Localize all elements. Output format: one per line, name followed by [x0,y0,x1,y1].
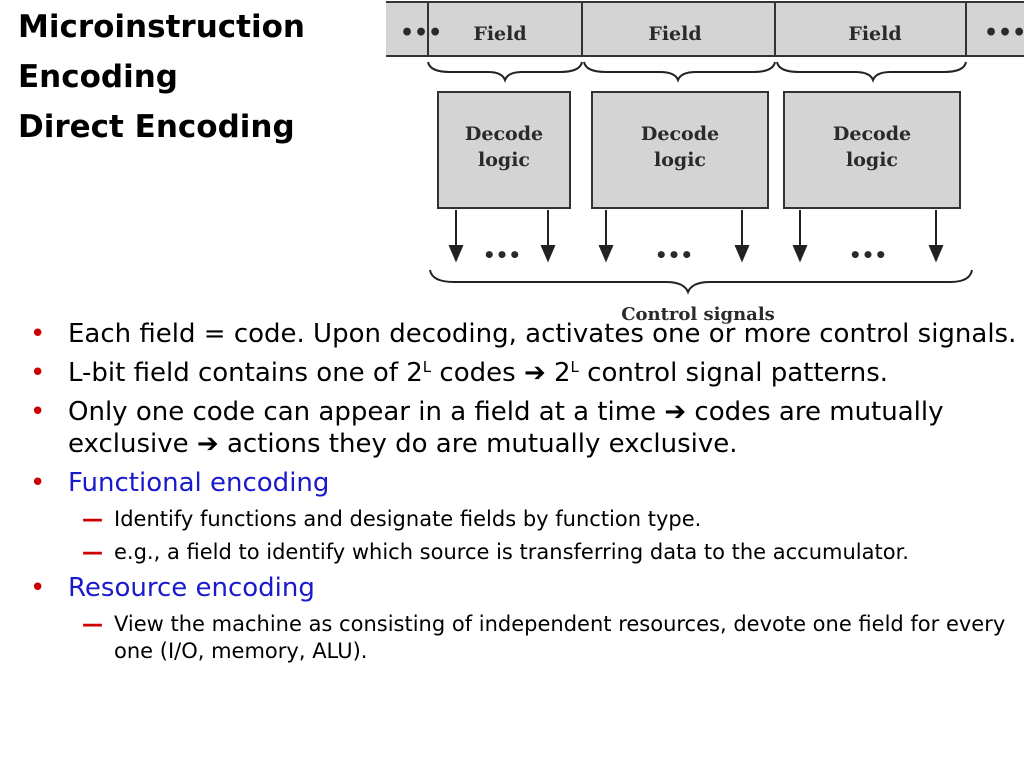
bullet-dot: • [30,468,46,498]
bullet-dot: • [30,358,46,388]
direct-encoding-diagram: ••• Field Field Field ••• Decode logic D… [370,0,1024,330]
text-part: codes [431,358,524,388]
field-register-bar [386,2,1024,56]
register-ellipsis-right: ••• [984,20,1024,46]
right-arrow-icon: ➔ [196,429,219,459]
bullet-field-code: • Each field = code. Upon decoding, acti… [28,318,1018,350]
text-part: L-bit field contains one of 2 [68,358,423,388]
sub-bullet-source-example: — e.g., a field to identify which source… [28,539,1018,566]
arrowhead-1b [540,245,556,263]
bullet-text: Functional encoding [68,468,330,498]
arrowhead-3b [928,245,944,263]
bullet-text: Each field = code. Upon decoding, activa… [68,319,1017,349]
sub-bullet-dash: — [82,540,103,564]
control-signals-label: Control signals [621,304,775,325]
bullet-resource-encoding: • Resource encoding [28,572,1018,604]
title-line-2: Encoding [18,59,178,95]
control-signals-brace [429,269,973,295]
diagram-svg: ••• Field Field Field ••• Decode logic D… [386,1,1024,325]
arrowhead-2a [598,245,614,263]
bullet-functional-encoding: • Functional encoding [28,467,1018,499]
bullet-text: Resource encoding [68,573,315,603]
sub-bullet-text: View the machine as consisting of indepe… [114,612,1006,663]
arrowhead-2b [734,245,750,263]
text-part: Only one code can appear in a field at a… [68,397,665,427]
decode-box-1-line2: logic [478,149,530,171]
signal-ellipsis-3: ••• [849,243,887,267]
sub-bullet-dash: — [82,507,103,531]
bullet-list: • Each field = code. Upon decoding, acti… [28,318,1018,671]
decode-box-3-line1: Decode [833,123,911,145]
superscript-l: L [570,358,579,376]
decode-box-1-line1: Decode [465,123,543,145]
bullet-dot: • [30,573,46,603]
text-part: control signal patterns. [578,358,889,388]
text-part: codes are mutually exclusive [68,397,944,459]
title-line-3: Direct Encoding [18,109,295,145]
sub-bullet-dash: — [82,612,103,636]
decode-box-1 [437,91,571,209]
sub-bullet-identify-functions: — Identify functions and designate field… [28,506,1018,533]
decode-box-2 [591,91,769,209]
field-brace-3 [776,61,967,83]
sub-bullet-independent-resources: — View the machine as consisting of inde… [28,611,1018,665]
bullet-text: L-bit field contains one of 2L codes ➔ 2… [68,358,888,388]
field-label-2: Field [648,23,701,45]
arrowhead-1a [448,245,464,263]
field-brace-1 [427,61,583,83]
decode-box-2-line2: logic [654,149,706,171]
bullet-one-code: • Only one code can appear in a field at… [28,396,1018,460]
right-arrow-icon: ➔ [523,358,546,388]
field-label-1: Field [473,23,526,45]
right-arrow-icon: ➔ [664,397,687,427]
bullet-text: Only one code can appear in a field at a… [68,397,944,459]
bullet-lbit-field: • L-bit field contains one of 2L codes ➔… [28,357,1018,389]
field-brace-2 [583,61,776,83]
sub-bullet-text: Identify functions and designate fields … [114,507,702,531]
field-label-3: Field [848,23,901,45]
bullet-dot: • [30,319,46,349]
decode-box-3 [783,91,961,209]
signal-ellipsis-2: ••• [655,243,693,267]
signal-ellipsis-1: ••• [483,243,521,267]
decode-output-arrows [448,210,944,263]
superscript-l: L [422,358,432,376]
arrowhead-3a [792,245,808,263]
text-part: 2 [545,358,571,388]
title-line-1: Microinstruction [18,9,305,45]
decode-box-3-line2: logic [846,149,898,171]
sub-bullet-text: e.g., a field to identify which source i… [114,540,909,564]
slide-title: Microinstruction Encoding Direct Encodin… [18,2,305,152]
bullet-dot: • [30,397,46,427]
register-ellipsis-left: ••• [400,20,442,46]
text-part: actions they do are mutually exclusive. [218,429,738,459]
decode-box-2-line1: Decode [641,123,719,145]
